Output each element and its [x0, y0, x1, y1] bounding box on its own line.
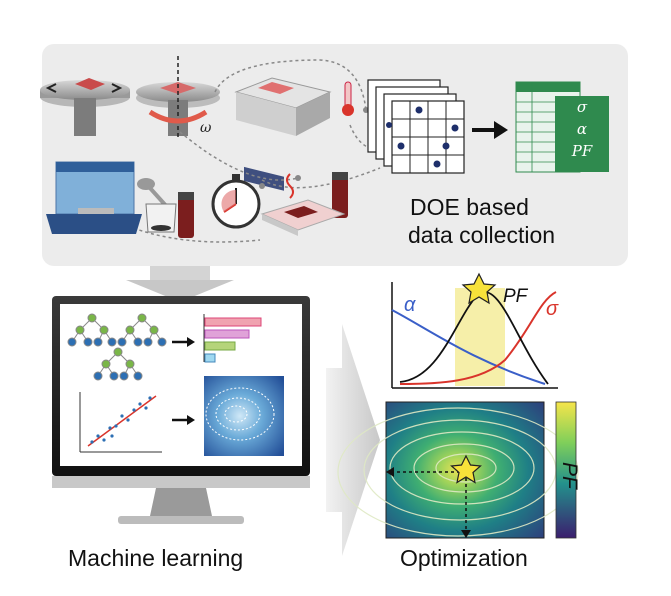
contour-plot-icon	[204, 376, 284, 456]
sigma-label: σ	[546, 298, 559, 320]
beaker-icon	[145, 203, 177, 233]
sigma-curve	[399, 291, 557, 385]
down-arrow-icon	[126, 266, 234, 302]
heater-plate-icon	[260, 173, 346, 236]
spreadsheet-icon	[515, 81, 609, 173]
sheet-sigma: σ	[576, 98, 588, 116]
doe-caption-line2: data collection	[408, 222, 556, 248]
alpha-label: α	[404, 294, 416, 316]
pf-label: PF	[503, 286, 528, 307]
arrow-right-icon	[172, 337, 195, 425]
spin-coater-icon: ω	[136, 56, 220, 138]
right-arrow-icon	[326, 324, 380, 556]
star-icon	[461, 272, 497, 305]
scatter-plot-icon	[79, 392, 162, 453]
balance-icon	[46, 161, 142, 234]
thermometer-icon	[342, 81, 354, 116]
sheet-pf: PF	[571, 142, 593, 160]
objective-curves-plot	[391, 282, 558, 389]
doe-grid-icon	[367, 79, 465, 174]
vial-icon	[178, 172, 348, 238]
optimization-caption: Optimization	[400, 545, 528, 571]
optimum-star-icon	[450, 454, 482, 484]
bar-chart-icon	[203, 314, 262, 363]
hot-plate-icon	[234, 77, 332, 191]
colorbar	[555, 401, 577, 539]
doe-caption-line1: DOE based	[410, 194, 529, 220]
machine-learning-caption: Machine learning	[68, 545, 244, 571]
decision-tree-icon	[67, 313, 167, 381]
rotating-stage-icon	[40, 78, 130, 136]
svg-text:ω: ω	[200, 120, 212, 136]
alpha-curve	[391, 309, 546, 385]
sheet-alpha: α	[576, 120, 588, 138]
arrow-right-icon	[472, 121, 508, 139]
optimal-region	[455, 288, 505, 386]
stopwatch-icon	[211, 174, 261, 229]
colorbar-label: PF	[558, 462, 581, 489]
